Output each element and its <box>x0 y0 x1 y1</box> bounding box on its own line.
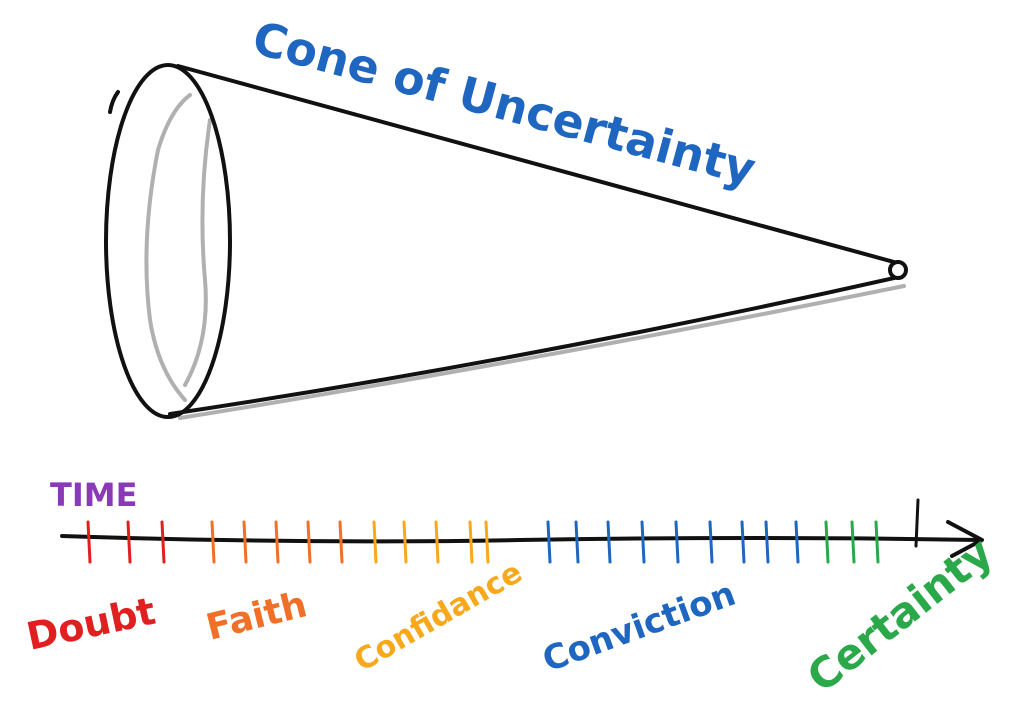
tick-conviction-6 <box>708 520 714 564</box>
timeline-ticks <box>86 498 920 564</box>
tick-confidance-5 <box>484 520 490 564</box>
tick-conviction-4 <box>640 520 646 564</box>
tick-confidance-2 <box>402 520 408 564</box>
axis-label-time: TIME <box>50 476 137 514</box>
diagram-title: Cone of Uncertainty <box>247 10 761 196</box>
cone-opening <box>104 63 232 419</box>
tick-doubt-2 <box>126 520 132 564</box>
tick-conviction-8 <box>764 520 770 564</box>
tick-conviction-5 <box>674 520 680 564</box>
tick-conviction-3 <box>606 520 612 564</box>
tick-certainty-2 <box>850 520 856 564</box>
tick-faith-1 <box>210 520 216 564</box>
tick-certainty-4 <box>914 498 920 548</box>
cone-tip <box>888 260 908 280</box>
tick-conviction-1 <box>546 520 552 564</box>
tick-conviction-2 <box>574 520 580 564</box>
cone-shadow <box>144 93 906 420</box>
tick-faith-2 <box>242 520 248 564</box>
tick-doubt-1 <box>86 520 92 564</box>
stage-label-doubt: Doubt <box>23 589 159 659</box>
tick-faith-4 <box>306 520 312 564</box>
cone-bottom-edge <box>168 276 896 416</box>
tick-certainty-3 <box>874 520 880 564</box>
tick-faith-3 <box>274 520 280 564</box>
tick-conviction-7 <box>740 520 746 564</box>
stage-label-confidance: Confidance <box>349 555 529 679</box>
stage-label-faith: Faith <box>202 584 311 648</box>
timeline-arrow <box>60 520 984 558</box>
cone-top-edge <box>176 64 896 264</box>
tick-doubt-3 <box>160 520 166 564</box>
tick-certainty-1 <box>824 520 830 564</box>
tick-confidance-3 <box>434 520 440 564</box>
cone-shape <box>104 63 896 419</box>
tick-confidance-4 <box>468 520 474 564</box>
tick-faith-5 <box>338 520 344 564</box>
tick-conviction-9 <box>794 520 800 564</box>
stage-label-conviction: Conviction <box>537 574 740 681</box>
tick-confidance-1 <box>372 520 378 564</box>
